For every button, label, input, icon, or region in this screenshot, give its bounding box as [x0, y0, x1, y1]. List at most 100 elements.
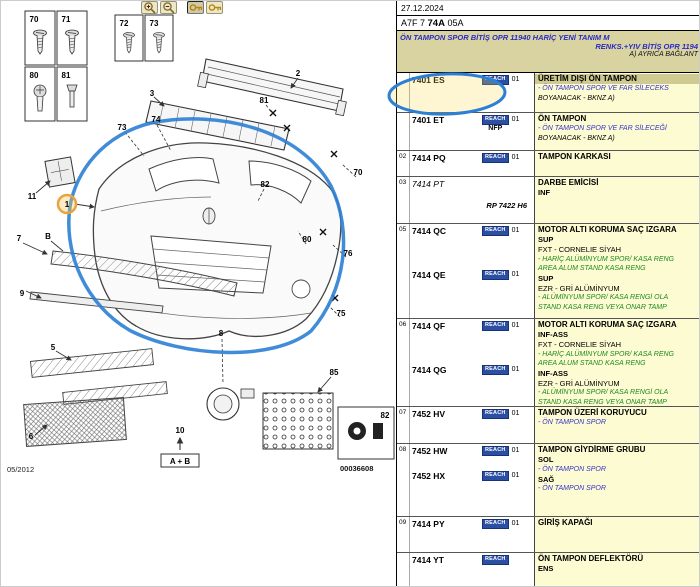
part-code-link[interactable]: 7414 PQ [412, 153, 446, 163]
part-fog-lamp[interactable] [160, 387, 255, 468]
part-note-green: STAND KASA RENG VEYA ONAR TAMP [538, 398, 667, 406]
part-grilles[interactable] [23, 348, 168, 447]
row-ref: 09 [397, 517, 410, 552]
part-code-link[interactable]: 7414 QG [412, 365, 447, 375]
part-title: ÖN TAMPON [538, 114, 587, 123]
part-detail: EZR - GRİ ALÜMİNYUM [538, 283, 620, 293]
part-code-link[interactable]: 7401 ES [412, 75, 445, 85]
part-variant: INF-ASS [538, 330, 568, 340]
diagram-callout[interactable]: 81 [260, 96, 269, 105]
diagram-callout[interactable]: 75 [337, 309, 346, 318]
part-code-link[interactable]: 7414 PT [412, 179, 445, 189]
key-button[interactable] [206, 1, 223, 14]
diagram-callout[interactable]: B [45, 232, 51, 241]
reach-badge[interactable]: REACH [482, 365, 509, 375]
diagram-callout[interactable]: 76 [344, 249, 353, 258]
part-rivet-panel[interactable] [262, 392, 334, 450]
reach-badge[interactable]: REACH [482, 270, 509, 280]
part-variant: ENS [538, 564, 554, 574]
parts-table-row[interactable]: 06 7414 QF REACH 01 7414 QG REACH 01 MOT… [397, 319, 699, 407]
diagram-callout[interactable]: 73 [118, 123, 127, 132]
reach-badge[interactable]: REACH [482, 555, 509, 565]
key-button-active[interactable] [187, 1, 204, 14]
diagram-callout[interactable]: 11 [28, 192, 37, 201]
part-beam[interactable] [197, 58, 347, 117]
part-note-blue: - ÖN TAMPON SPOR VE FAR SİLECEĞİ [538, 125, 667, 133]
diagram-callout[interactable]: 7 [17, 234, 22, 243]
part-code-link[interactable]: 7401 ET [412, 115, 445, 125]
zoom-out-icon [162, 2, 175, 14]
part-code-link[interactable]: 7414 QE [412, 270, 446, 280]
part-qty: 01 [511, 322, 520, 329]
reach-badge[interactable]: REACH [482, 153, 509, 163]
reach-badge[interactable]: REACH [482, 519, 509, 529]
diagram-callout[interactable]: 72 [120, 19, 129, 28]
part-variant: SAĞ [538, 474, 555, 484]
part-code-link[interactable]: 7452 HV [412, 409, 446, 419]
reach-badge[interactable]: REACH [482, 75, 509, 85]
reach-badge[interactable]: REACH [482, 446, 509, 456]
zoom-out-button[interactable] [160, 1, 177, 14]
diagram-callout[interactable]: 81 [62, 71, 71, 80]
diagram-callout[interactable]: 9 [20, 289, 25, 298]
parts-table-row[interactable]: 09 7414 PY REACH 01 GİRİŞ KAPAĞI [397, 517, 699, 553]
diagram-callout[interactable]: 70 [354, 168, 363, 177]
parts-table-row[interactable]: 07 7452 HV REACH 01 TAMPON ÜZERİ KORUYUC… [397, 407, 699, 444]
diagram-callout[interactable]: 73 [150, 19, 159, 28]
diagram-callout[interactable]: A + B [170, 457, 191, 466]
diagram-callout[interactable]: 85 [330, 368, 339, 377]
row-ref: 03 [397, 177, 410, 223]
diagram-callout[interactable]: 74 [152, 115, 161, 124]
part-title: MOTOR ALTI KORUMA SAÇ IZGARA [538, 320, 677, 329]
part-note: BOYANACAK - BKNZ A) [538, 134, 615, 142]
reach-badge[interactable]: REACH [482, 226, 509, 236]
diagram-callout[interactable]: 5 [51, 343, 56, 352]
diagram-callout[interactable]: 82 [261, 180, 270, 189]
zoom-in-button[interactable] [141, 1, 158, 14]
part-note-blue: - ÖN TAMPON SPOR VE FAR SİLECEKS [538, 85, 669, 93]
diagram-callout[interactable]: 80 [303, 235, 312, 244]
part-title: ÖN TAMPON DEFLEKTÖRÜ [538, 554, 644, 563]
diagram-callout[interactable]: 10 [176, 426, 185, 435]
part-code-link[interactable]: 7414 PY [412, 519, 445, 529]
part-note-green: AREA ALUM STAND KASA RENG [538, 360, 646, 368]
parts-table-row[interactable]: 08 7452 HW REACH 01 7452 HX REACH 01 TAM… [397, 444, 699, 517]
diagram-callout[interactable]: 1 [65, 200, 70, 209]
part-variant: SOL [538, 455, 554, 465]
diagram-canvas[interactable]: 7071727380812381737470828076751117B95681… [1, 1, 396, 587]
diagram-callout[interactable]: 2 [296, 69, 301, 78]
row-ref [397, 113, 410, 150]
diagram-callout[interactable]: 80 [30, 71, 39, 80]
diagram-callout[interactable]: 82 [381, 411, 390, 420]
diagram-callout[interactable]: 70 [30, 15, 39, 24]
part-absorber[interactable] [145, 100, 290, 151]
part-code-link[interactable]: 7414 YT [412, 555, 444, 565]
part-note-blue: - ÖN TAMPON SPOR [538, 466, 606, 474]
diagram-callout[interactable]: 8 [219, 329, 224, 338]
parts-table-row[interactable]: 7414 YT REACH ÖN TAMPON DEFLEKTÖRÜ ENS [397, 553, 699, 586]
part-qty: 01 [511, 520, 520, 527]
part-code-link[interactable]: 7452 HW [412, 446, 448, 456]
reach-badge[interactable]: REACH [482, 115, 509, 125]
part-qty: 01 [511, 366, 520, 373]
part-code-link[interactable]: 7414 QF [412, 321, 446, 331]
diagram-callout[interactable]: 71 [62, 15, 71, 24]
parts-table-row[interactable]: 7401 ES REACH 01 ÜRETİM DIŞI ÖN TAMPON -… [397, 73, 699, 113]
part-qty: 01 [511, 472, 520, 479]
part-code-link[interactable]: 7414 QC [412, 226, 447, 236]
part-code-link[interactable]: 7452 HX [412, 471, 446, 481]
part-title: GİRİŞ KAPAĞI [538, 518, 593, 527]
parts-table-row[interactable]: 05 7414 QC REACH 01 7414 QE REACH 01 MOT… [397, 224, 699, 319]
diagram-callout[interactable]: 3 [150, 89, 155, 98]
part-qty: 01 [511, 227, 520, 234]
reach-badge[interactable]: REACH [482, 409, 509, 419]
reach-badge[interactable]: REACH [482, 471, 509, 481]
parts-table-row[interactable]: 02 7414 PQ REACH 01 TAMPON KARKASI [397, 151, 699, 177]
diagram-callout[interactable]: 6 [29, 432, 34, 441]
parts-table-row[interactable]: 03 7414 PT RP 7422 H6 DARBE EMİCİSİ INF [397, 177, 699, 224]
reach-badge[interactable]: REACH [482, 321, 509, 331]
parts-table-row[interactable]: 7401 ET REACH NFP 01 ÖN TAMPON - ÖN TAMP… [397, 113, 699, 151]
